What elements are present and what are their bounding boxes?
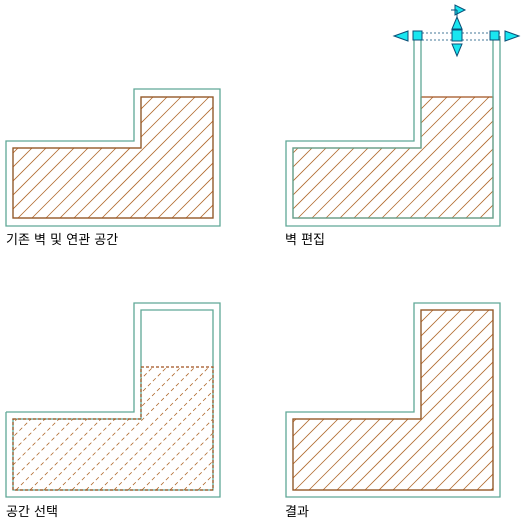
- space-hatch: [293, 97, 526, 218]
- hatch-line: [73, 97, 196, 218]
- hatch-line: [409, 97, 493, 218]
- wall-outer-outline: [5, 88, 221, 227]
- hatch-line: [141, 367, 213, 490]
- hatch-line: [171, 97, 213, 218]
- hatch-line: [465, 97, 493, 218]
- hatch-line: [13, 367, 70, 490]
- move-grip-icon[interactable]: [451, 29, 463, 42]
- space-hatch: [13, 367, 349, 490]
- hatch-line: [197, 367, 213, 490]
- space-boundary-selected[interactable]: [12, 366, 214, 491]
- wall-inner-outline: [12, 96, 214, 219]
- arrow-right-grip-icon[interactable]: [504, 30, 521, 42]
- wall-outer-outline: [5, 302, 221, 498]
- hatch-line: [13, 367, 84, 490]
- hatch-line: [476, 310, 493, 490]
- hatch-line: [169, 367, 213, 490]
- wall-endpoint-grip-icon[interactable]: [412, 30, 423, 41]
- hatch-line: [325, 97, 448, 218]
- caption-result: 결과: [285, 505, 309, 520]
- hatch-line: [13, 367, 126, 490]
- caption-edit-wall: 벽 편집: [285, 233, 326, 248]
- hatch-line: [13, 367, 98, 490]
- space-hatch: [293, 310, 526, 490]
- caption-select-space: 공간 선택: [6, 505, 58, 520]
- hatch-line: [99, 367, 213, 490]
- arrow-left-grip-icon[interactable]: [392, 30, 409, 42]
- hatch-line: [155, 367, 213, 490]
- hatch-line: [336, 310, 493, 490]
- hatch-line: [127, 367, 213, 490]
- arrow-down-grip-icon[interactable]: [451, 43, 463, 58]
- hatch-line: [13, 97, 98, 218]
- hatch-line: [29, 367, 154, 490]
- hatch-line: [101, 97, 213, 218]
- arrow-up-grip-icon[interactable]: [451, 15, 463, 30]
- hatch-line: [13, 97, 56, 218]
- hatch-line: [59, 97, 182, 218]
- hatch-line: [15, 367, 140, 490]
- wall-inner-outline: [292, 309, 494, 491]
- hatch-line: [71, 367, 196, 490]
- hatch-line: [350, 310, 493, 490]
- hatch-line: [378, 310, 493, 490]
- hatch-line: [13, 367, 112, 490]
- panel-result: [285, 302, 526, 498]
- hatch-line: [434, 310, 493, 490]
- hatch-line: [87, 97, 210, 218]
- hatch-line: [185, 97, 213, 218]
- panel-existing-wall-and-space: [5, 88, 221, 227]
- hatch-line: [13, 367, 56, 490]
- hatch-line: [183, 367, 213, 490]
- hatch-line: [157, 97, 213, 218]
- space-boundary: [12, 96, 214, 219]
- hatch-line: [293, 310, 308, 490]
- hatch-line: [143, 97, 213, 218]
- hatch-line: [395, 97, 493, 218]
- panel-select-space: [5, 302, 349, 498]
- hatch-line: [129, 97, 213, 218]
- hatch-line: [392, 310, 493, 490]
- hatch-line: [113, 367, 213, 490]
- hatch-line: [479, 97, 493, 218]
- hatch-line: [57, 367, 182, 490]
- hatch-line: [211, 367, 213, 490]
- hatch-line: [339, 97, 462, 218]
- space-boundary: [292, 96, 494, 219]
- hatch-line: [13, 97, 112, 218]
- wall-inner-outline: [292, 36, 494, 219]
- hatch-line: [381, 97, 493, 218]
- hatch-line: [420, 310, 493, 490]
- hatch-line: [353, 97, 476, 218]
- space-boundary: [292, 309, 494, 491]
- hatch-line: [45, 97, 168, 218]
- hatch-line: [448, 310, 493, 490]
- hatch-line: [43, 367, 168, 490]
- hatch-line: [494, 97, 526, 218]
- hatch-line: [505, 310, 526, 490]
- hatch-line: [115, 97, 213, 218]
- hatch-line: [226, 367, 349, 490]
- wall-outer-outline: [285, 302, 501, 498]
- hatch-line: [490, 310, 493, 490]
- caption-existing-wall-and-space: 기존 벽 및 연관 공간: [6, 233, 119, 248]
- hatch-line: [437, 97, 493, 218]
- space-hatch: [13, 97, 213, 218]
- hatch-line: [13, 97, 70, 218]
- hatch-line: [85, 367, 210, 490]
- panel-edit-wall: [285, 4, 526, 227]
- hatch-line: [293, 310, 294, 490]
- wall-outer-outline: [285, 36, 501, 227]
- hatch-line: [367, 97, 490, 218]
- hatch-line: [451, 97, 493, 218]
- hatch-line: [406, 310, 493, 490]
- hatch-line: [364, 310, 493, 490]
- hatch-line: [462, 310, 493, 490]
- wall-endpoint-grip-icon[interactable]: [489, 30, 500, 41]
- hatch-line: [423, 97, 493, 218]
